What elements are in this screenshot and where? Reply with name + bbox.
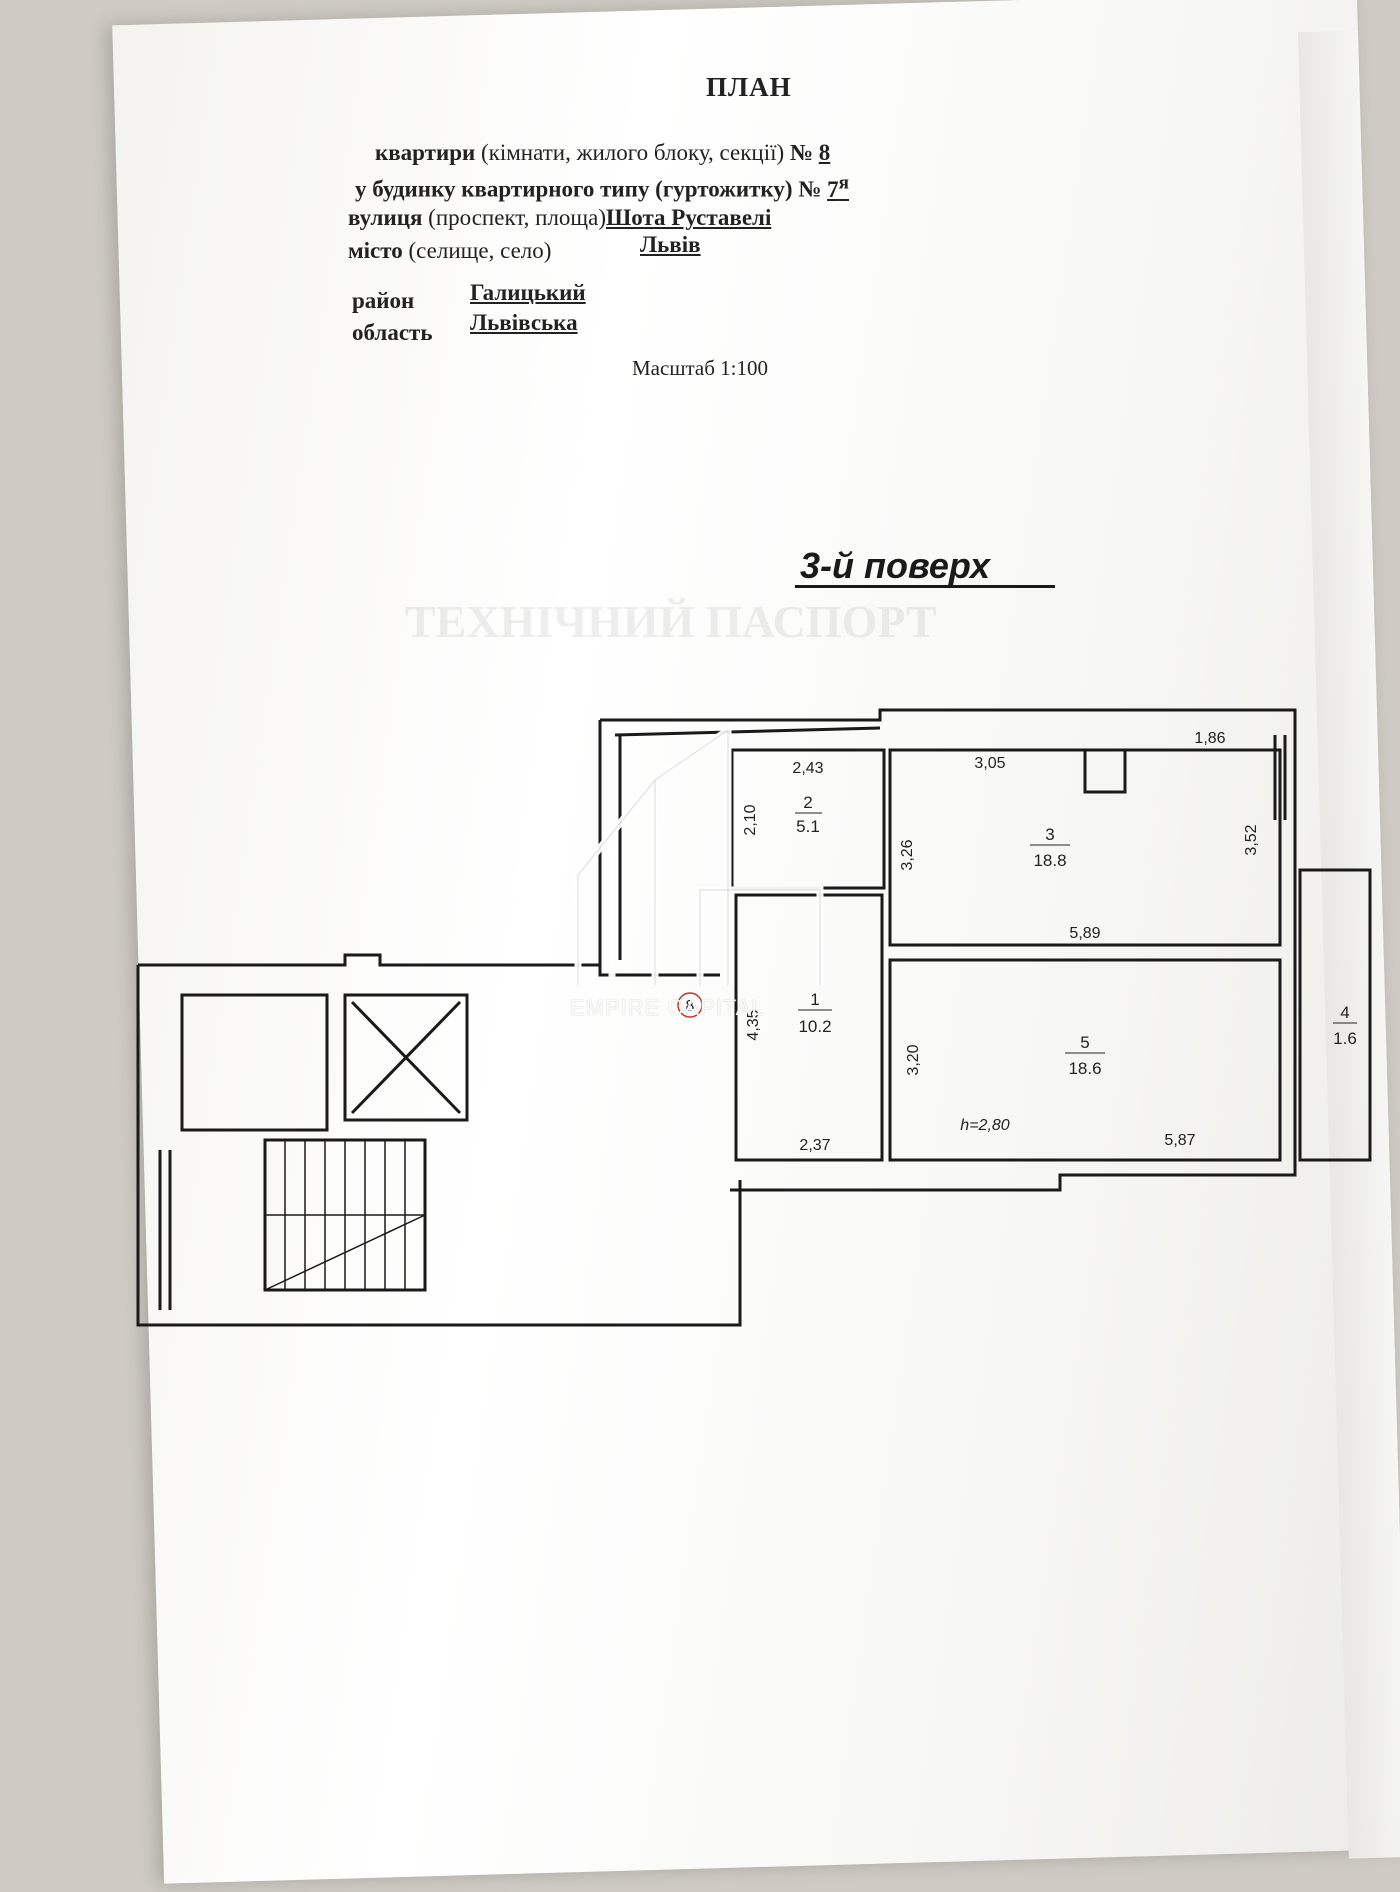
room-label-3: 3 18.8 xyxy=(1030,825,1070,870)
header-line-building: у будинку квартирного типу (гуртожитку) … xyxy=(355,172,849,203)
show-through-text: ТЕХНІЧНИЙ ПАСПОРТ xyxy=(405,596,937,647)
room-area-1: 10.2 xyxy=(798,1017,831,1036)
empire-capital-logo xyxy=(574,723,824,985)
dim-r3-left: 3,26 xyxy=(899,839,916,870)
label-apartment-sub: (кімнати, жилого блоку, секції) xyxy=(481,140,785,165)
room-number-5: 5 xyxy=(1080,1033,1089,1052)
label-building: у будинку квартирного типу (гуртожитку) xyxy=(355,176,793,202)
room-number-4: 4 xyxy=(1340,1003,1349,1022)
header-line-apartment: квартири (кімнати, жилого блоку, секції)… xyxy=(375,140,830,166)
plan-title: ПЛАН xyxy=(706,72,792,102)
building-number: 7я xyxy=(827,172,849,202)
wall-lobby-room xyxy=(180,993,329,1132)
label-city: місто xyxy=(348,238,403,263)
wall-room-1 xyxy=(734,893,884,1162)
dim-r1-height: 4,35 xyxy=(745,1009,762,1040)
dim-r3-top-right: 1,86 xyxy=(1194,730,1225,747)
room-area-3: 18.8 xyxy=(1033,851,1066,870)
street-value: Шота Руставелі xyxy=(606,205,772,230)
room-label-5: 5 18.6 xyxy=(1065,1033,1105,1078)
dim-r3-bottom: 5,89 xyxy=(1069,925,1100,942)
header-line-region: область xyxy=(352,320,433,346)
room-area-4: 1.6 xyxy=(1333,1029,1357,1048)
dim-r2-width: 2,43 xyxy=(792,760,823,777)
dim-r3-right: 3,52 xyxy=(1243,824,1260,855)
district-value: Галицький xyxy=(470,280,586,305)
wall-room-4 xyxy=(1298,868,1372,1162)
apartment-marker: 8 xyxy=(677,992,703,1018)
room-number-2: 2 xyxy=(803,793,812,812)
wall-elevator xyxy=(343,993,469,1122)
label-street-sub: (проспект, площа) xyxy=(428,205,606,230)
stair-treads xyxy=(264,1140,426,1291)
empire-capital-logo-outline xyxy=(577,729,821,985)
room-area-5: 18.6 xyxy=(1068,1059,1101,1078)
watermark-text: EMPIRE CAPITAL xyxy=(570,995,765,1020)
dim-r5-bottom: 5,87 xyxy=(1164,1132,1195,1149)
room-label-2: 2 5.1 xyxy=(795,793,822,836)
room-area-2: 5.1 xyxy=(796,817,820,836)
header-line-street: вулиця (проспект, площа)Шота Руставелі xyxy=(348,205,771,231)
region-value: Львівська xyxy=(470,310,578,335)
dim-r3-top-left: 3,05 xyxy=(974,755,1005,772)
label-city-sub: (селище, село) xyxy=(408,238,552,263)
dim-r5-left: 3,20 xyxy=(905,1044,922,1075)
room-label-1: 1 10.2 xyxy=(798,990,832,1036)
label-no-2: № xyxy=(798,176,822,202)
header-line-district: район xyxy=(352,288,414,314)
room-label-4: 4 1.6 xyxy=(1333,1003,1357,1048)
label-street: вулиця xyxy=(348,205,423,230)
header-line-city: місто (селище, село) xyxy=(348,238,551,264)
floor-underline xyxy=(795,585,1055,588)
dim-r2-height: 2,10 xyxy=(742,804,759,835)
label-region: область xyxy=(352,320,433,345)
label-district: район xyxy=(352,288,415,313)
svg-text:8: 8 xyxy=(686,998,695,1015)
label-apartment: квартири xyxy=(375,140,476,165)
wall-room-5 xyxy=(888,958,1282,1162)
label-no: № xyxy=(789,140,814,165)
city-value: Львів xyxy=(640,232,701,257)
room-number-3: 3 xyxy=(1045,825,1054,844)
dim-r1-bottom: 2,37 xyxy=(799,1137,830,1154)
apartment-number: 8 xyxy=(818,140,831,165)
floor-label: 3-й поверх xyxy=(800,545,990,586)
ceiling-height: h=2,80 xyxy=(960,1117,1009,1134)
scale-label: Масштаб 1:100 xyxy=(632,356,769,380)
room-number-1: 1 xyxy=(810,990,819,1009)
